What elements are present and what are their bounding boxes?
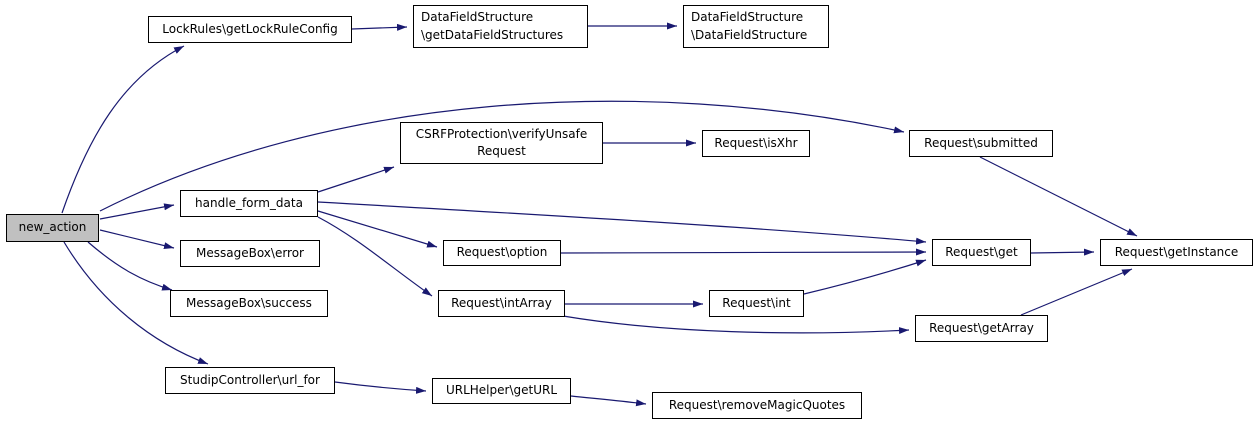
node-msgsuccess[interactable]: MessageBox\success bbox=[170, 290, 328, 317]
node-isxhr[interactable]: Request\isXhr bbox=[702, 130, 810, 157]
edge-new_action-msgsuccess bbox=[87, 241, 173, 291]
edge-new_action-lockrules bbox=[61, 45, 185, 214]
node-option[interactable]: Request\option bbox=[443, 240, 561, 266]
node-intarray[interactable]: Request\intArray bbox=[438, 290, 565, 317]
node-datafield_ctor[interactable]: DataFieldStructure \DataFieldStructure bbox=[683, 5, 829, 48]
node-get[interactable]: Request\get bbox=[932, 239, 1031, 266]
node-lockrules[interactable]: LockRules\getLockRuleConfig bbox=[148, 16, 352, 43]
edge-option-get bbox=[560, 248, 927, 256]
node-getarray[interactable]: Request\getArray bbox=[915, 315, 1048, 342]
edge-lockrules-datafield_get bbox=[351, 23, 408, 31]
edge-handle-intarray bbox=[317, 216, 433, 297]
edge-handle-option bbox=[317, 210, 438, 248]
edge-intarray-getarray bbox=[562, 315, 910, 335]
edge-new_action-msgerror bbox=[99, 229, 175, 250]
node-new_action[interactable]: new_action bbox=[6, 214, 99, 242]
edge-geturl-removemq bbox=[570, 395, 647, 407]
edge-getarray-getinstance bbox=[1020, 268, 1133, 316]
edge-int-get bbox=[803, 259, 927, 295]
node-handle[interactable]: handle_form_data bbox=[180, 190, 318, 217]
edge-handle-csrf bbox=[317, 166, 395, 193]
edge-handle-get bbox=[317, 201, 927, 245]
node-datafield_get[interactable]: DataFieldStructure \getDataFieldStructur… bbox=[413, 5, 588, 48]
node-geturl[interactable]: URLHelper\getURL bbox=[432, 378, 571, 404]
node-msgerror[interactable]: MessageBox\error bbox=[180, 240, 320, 267]
edge-submitted-getinstance bbox=[979, 156, 1138, 237]
edge-new_action-handle bbox=[99, 203, 175, 220]
node-submitted[interactable]: Request\submitted bbox=[909, 130, 1053, 157]
node-csrf[interactable]: CSRFProtection\verifyUnsafe Request bbox=[400, 122, 603, 164]
node-removemq[interactable]: Request\removeMagicQuotes bbox=[652, 392, 862, 419]
node-urlfor[interactable]: StudipController\url_for bbox=[165, 367, 335, 394]
edge-urlfor-geturl bbox=[334, 381, 427, 394]
node-int[interactable]: Request\int bbox=[709, 290, 804, 317]
edge-get-getinstance bbox=[1030, 248, 1095, 256]
node-getinstance[interactable]: Request\getInstance bbox=[1100, 239, 1253, 266]
